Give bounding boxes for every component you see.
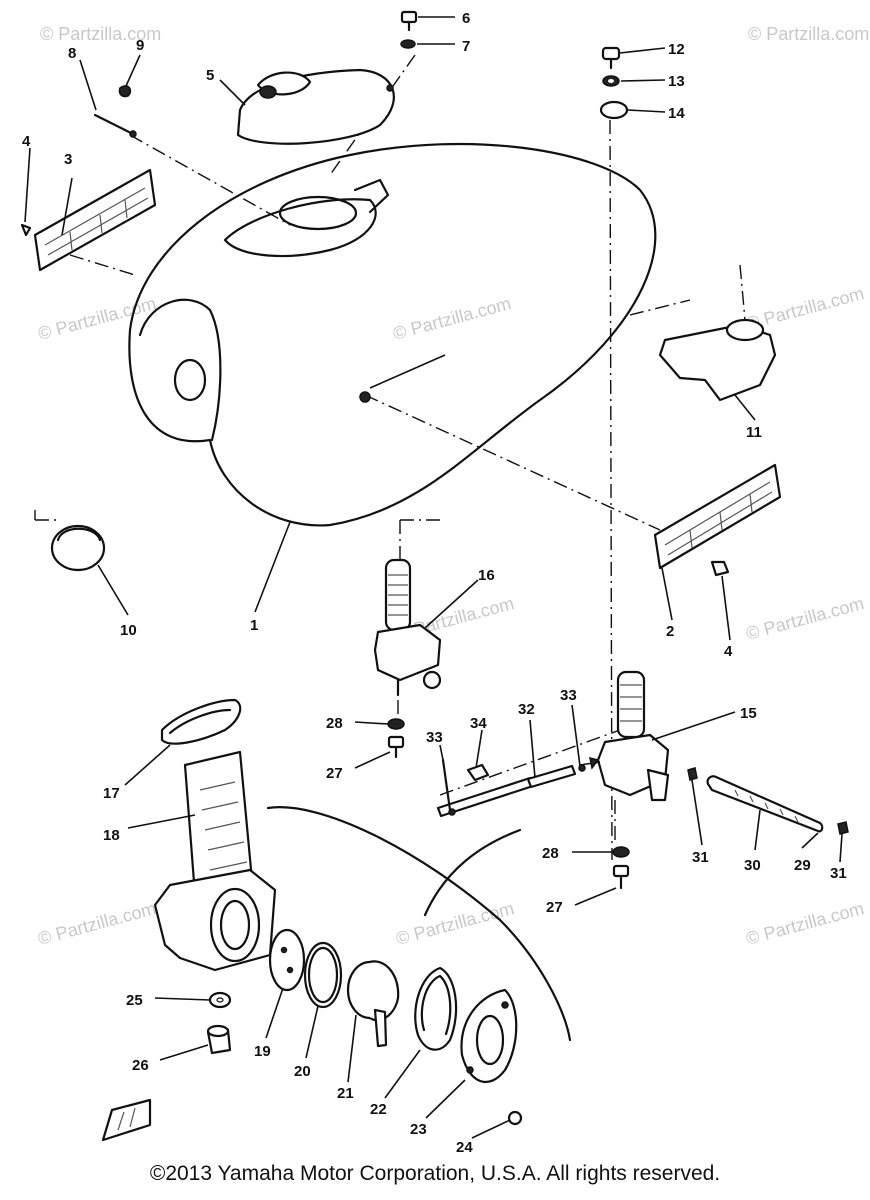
clip-31-right (837, 821, 849, 835)
callout-1: 1 (250, 617, 258, 634)
screw-24 (507, 1110, 523, 1126)
copyright-notice: ©2013 Yamaha Motor Corporation, U.S.A. A… (149, 1162, 721, 1185)
fuel-cap-cover (236, 68, 395, 145)
fuel-cock-body (153, 868, 277, 972)
fuel-pipe-32 (436, 764, 577, 818)
bolt-12 (601, 46, 621, 70)
watermark: © Partzilla.com (36, 898, 158, 949)
grommet-9 (118, 85, 132, 98)
o-ring-20 (303, 941, 343, 1009)
screw-right (710, 560, 730, 577)
callout-11: 11 (746, 424, 762, 441)
callout-33: 33 (426, 729, 443, 746)
screw-27-lower (612, 864, 630, 890)
callout-2: 2 (666, 623, 674, 640)
screw-left (20, 223, 32, 237)
assembly-guide-lines (34, 54, 746, 861)
callout-12: 12 (668, 41, 685, 58)
fuel-hose-30 (706, 775, 824, 833)
callout-18: 18 (103, 827, 120, 844)
callout-16: 16 (478, 567, 495, 584)
fuel-cock-15 (579, 670, 670, 802)
o-ring-28-upper (387, 718, 405, 730)
callout-33: 33 (560, 687, 577, 704)
bolt-6 (400, 10, 418, 32)
washer-7 (400, 39, 416, 49)
callout-4: 4 (724, 643, 733, 660)
gasket-22 (414, 966, 458, 1051)
callout-13: 13 (668, 73, 685, 90)
cover-plate-23 (460, 988, 518, 1083)
callout-10: 10 (120, 622, 137, 639)
washer-13 (602, 75, 620, 87)
callout-31: 31 (830, 865, 847, 882)
callout-14: 14 (668, 105, 685, 122)
callout-23: 23 (410, 1121, 427, 1138)
callout-20: 20 (294, 1063, 311, 1080)
drain-bolt-26 (206, 1024, 232, 1055)
callout-labels: 1 2 3 4 4 5 6 7 8 9 10 11 12 13 14 15 16… (22, 10, 847, 1156)
washer-25 (208, 991, 232, 1009)
bolt-8 (93, 113, 137, 138)
watermark: © Partzilla.com (748, 24, 869, 44)
callout-27: 27 (546, 899, 563, 916)
callout-27: 27 (326, 765, 343, 782)
callout-28: 28 (326, 715, 343, 732)
callout-26: 26 (132, 1057, 149, 1074)
callout-22: 22 (370, 1101, 387, 1118)
callout-7: 7 (462, 38, 470, 55)
clip-31-left (687, 767, 698, 781)
rear-damper-11 (658, 318, 777, 402)
callout-8: 8 (68, 45, 76, 62)
pipe-clamp-34 (466, 763, 490, 782)
knee-pad-10 (50, 524, 106, 572)
fuel-tank-exploded-diagram: © Partzilla.com © Partzilla.com © Partzi… (20, 10, 869, 1156)
front-arrow-icon (101, 1098, 152, 1142)
callout-32: 32 (518, 701, 535, 718)
damper-14 (599, 100, 629, 120)
tank-bottom-plate (266, 806, 572, 1042)
callout-25: 25 (126, 992, 143, 1009)
clip-33-left (441, 758, 456, 816)
cock-plate-19 (268, 928, 306, 992)
leader-lines (24, 16, 843, 1139)
callout-24: 24 (456, 1139, 473, 1156)
callout-9: 9 (136, 37, 144, 54)
fuel-cock-16 (373, 558, 442, 697)
callout-5: 5 (206, 67, 214, 84)
gasket-17 (160, 698, 242, 745)
callout-4: 4 (22, 133, 31, 150)
watermark: © Partzilla.com (391, 293, 513, 344)
watermark: © Partzilla.com (40, 24, 161, 44)
screw-27-upper (387, 735, 405, 759)
callout-34: 34 (470, 715, 487, 732)
fuel-tank (128, 142, 657, 527)
emblem-left (33, 168, 157, 272)
callout-15: 15 (740, 705, 757, 722)
callout-28: 28 (542, 845, 559, 862)
callout-29: 29 (794, 857, 811, 874)
watermark: © Partzilla.com (394, 898, 516, 949)
callout-3: 3 (64, 151, 72, 168)
cock-lever-21 (346, 960, 400, 1048)
callout-30: 30 (744, 857, 761, 874)
callout-21: 21 (337, 1085, 354, 1102)
watermark: © Partzilla.com (36, 293, 158, 344)
watermark: © Partzilla.com (744, 593, 866, 644)
callout-31: 31 (692, 849, 709, 866)
emblem-right (653, 463, 782, 570)
watermark: © Partzilla.com (744, 898, 866, 949)
callout-6: 6 (462, 10, 470, 27)
clip-33-right (578, 764, 586, 772)
callout-19: 19 (254, 1043, 271, 1060)
o-ring-28-lower (612, 846, 630, 858)
callout-17: 17 (103, 785, 120, 802)
